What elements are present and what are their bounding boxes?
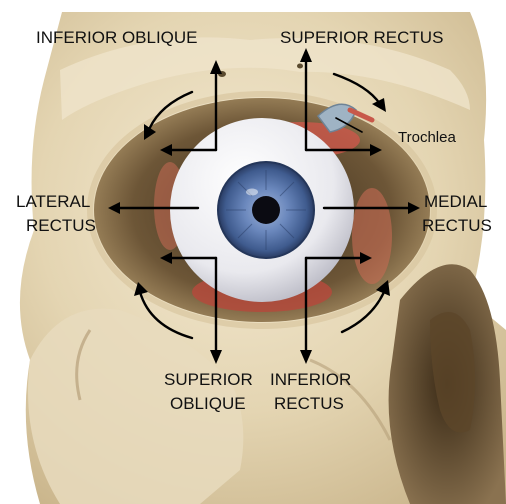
label-superior-oblique-line2: OBLIQUE [170, 394, 246, 414]
label-trochlea: Trochlea [398, 128, 456, 148]
pupil [252, 196, 280, 224]
label-medial-rectus-line1: MEDIAL [424, 192, 487, 212]
label-lateral-rectus-line2: RECTUS [26, 216, 96, 236]
label-superior-oblique-line1: SUPERIOR [164, 370, 253, 390]
label-medial-rectus-line2: RECTUS [422, 216, 492, 236]
label-lateral-rectus-line1: LATERAL [16, 192, 90, 212]
label-superior-rectus: SUPERIOR RECTUS [280, 28, 443, 48]
label-inferior-rectus-line2: RECTUS [274, 394, 344, 414]
label-inferior-rectus-line1: INFERIOR [270, 370, 351, 390]
label-inferior-oblique: INFERIOR OBLIQUE [36, 28, 198, 48]
